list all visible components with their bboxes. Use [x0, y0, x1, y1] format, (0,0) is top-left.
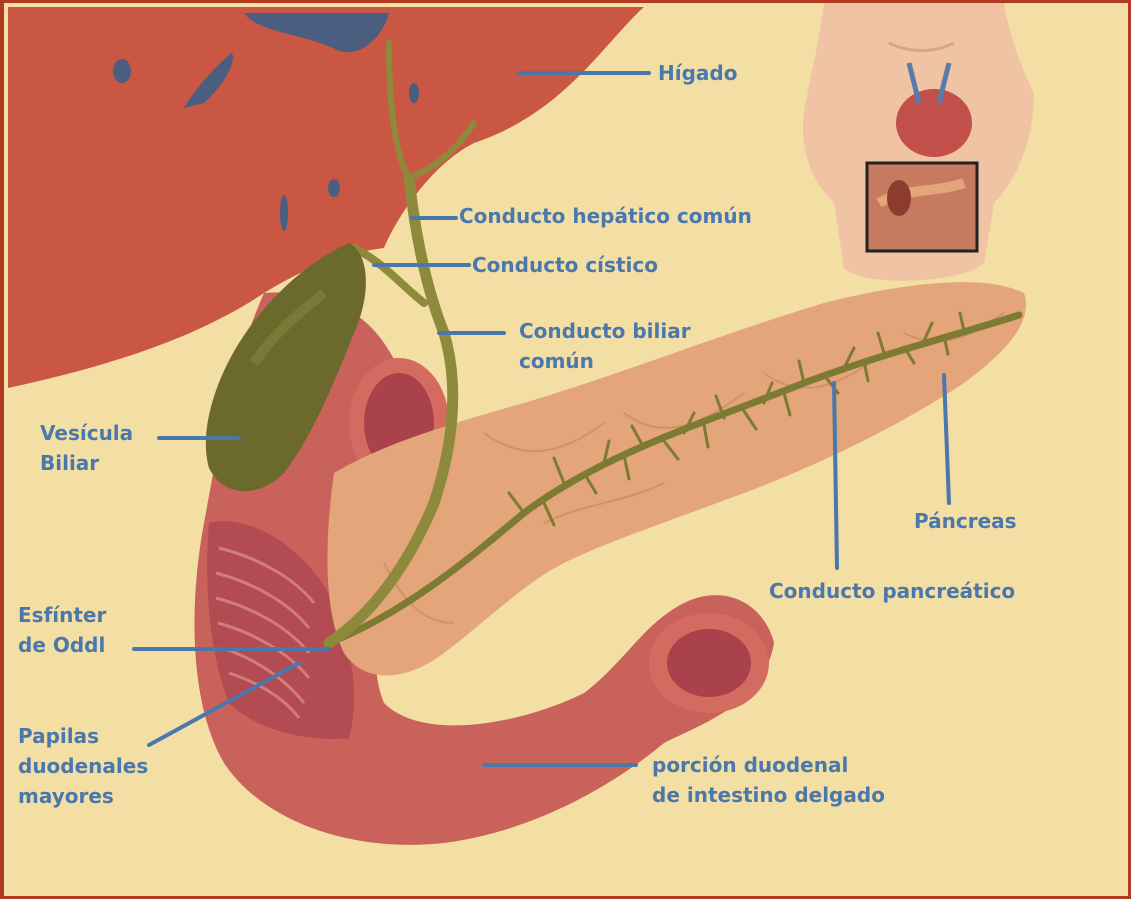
label-conducto-cistico: Conducto cístico [472, 250, 658, 280]
label-pancreas: Páncreas [914, 506, 1017, 536]
leader-pancreas [944, 375, 949, 503]
label-conducto-pancreatico: Conducto pancreático [769, 576, 1015, 606]
inset-torso [803, 3, 1034, 281]
label-conducto-hepatico: Conducto hepático común [459, 201, 752, 231]
label-higado: Hígado [658, 58, 737, 88]
anatomy-illustration [4, 3, 1131, 899]
inset-highlight-box [867, 163, 977, 251]
